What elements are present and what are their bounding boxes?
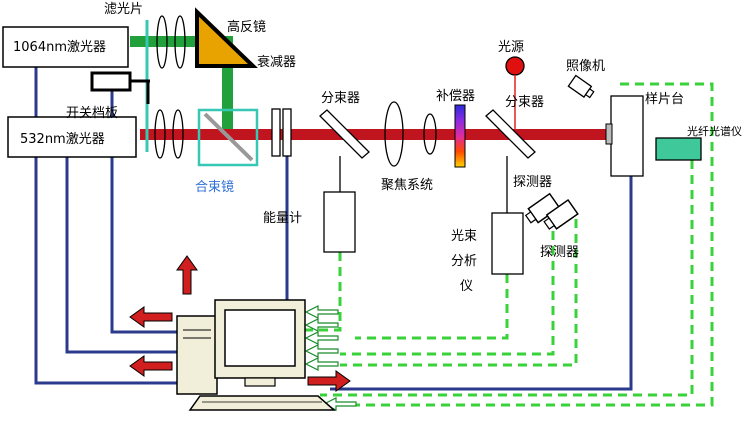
arrow-left-icon (129, 355, 173, 377)
laser-532-label: 532nm激光器 (20, 132, 105, 147)
signal-detector-1 (340, 231, 555, 356)
detector-1-label: 探测器 (513, 175, 552, 190)
shutter (90, 71, 150, 104)
focus-lens-2 (423, 113, 437, 155)
arrow-left-icon (304, 318, 339, 332)
beam-combiner-label: 合束镜 (195, 180, 234, 195)
computer-screen (224, 309, 296, 367)
wire-shutter (110, 90, 182, 334)
beam-analyzer (491, 212, 524, 275)
signal-lines (303, 82, 714, 407)
compensator (454, 104, 466, 168)
arrow-left-icon (304, 305, 339, 319)
green-arrows (304, 305, 357, 411)
light-source-label: 光源 (498, 40, 524, 55)
laser-532: 532nm激光器 (7, 116, 137, 158)
arrow-left-icon (129, 306, 173, 328)
splitter-1-label: 分束器 (321, 91, 360, 106)
signal-detector-2 (340, 219, 578, 367)
green-beam-vertical (222, 36, 233, 134)
filter-label: 滤光片 (104, 2, 143, 17)
laser-1064: 1064nm激光器 (2, 26, 129, 68)
sample-stage-label: 样片台 (645, 92, 684, 107)
arrow-left-icon (304, 331, 339, 345)
signal-camera (338, 82, 714, 407)
signal-beam-analyzer (355, 274, 509, 340)
arrow-left-icon (304, 344, 339, 358)
green-beam (130, 36, 233, 134)
beam-splitter-2 (485, 109, 536, 159)
signal-fiber-spectrometer (320, 160, 694, 397)
lens-green-2 (174, 15, 186, 69)
green-beam-horizontal (130, 36, 232, 47)
control-wires (34, 60, 633, 391)
detector-1 (524, 192, 561, 224)
arrow-left-icon (304, 357, 339, 371)
lens-red-1 (154, 109, 166, 159)
beam-analyzer-label-1: 光束 (451, 229, 477, 244)
arrow-right-icon (307, 370, 351, 392)
signal-energy-meter (303, 252, 342, 332)
focus-lens-1 (384, 101, 404, 167)
focusing-system-label: 聚焦系统 (381, 178, 433, 193)
shutter-label: 开关档板 (66, 106, 118, 121)
wire-sample-stage (330, 176, 633, 391)
detector-2-label: 探测器 (540, 245, 579, 260)
computer-keyboard (188, 395, 336, 411)
arrow-up-icon (176, 255, 198, 295)
fiber-spectrometer (655, 137, 702, 161)
beam-analyzer-label-3: 仪 (460, 279, 473, 294)
laser-1064-label: 1064nm激光器 (13, 40, 106, 55)
beam-combiner (197, 108, 259, 167)
beam-splitter-1 (319, 109, 370, 159)
energy-meter (323, 191, 356, 253)
wire-1064-laser (34, 60, 180, 385)
attenuator-label: 衰减器 (257, 54, 296, 70)
wire-532-laser (65, 155, 180, 354)
fiber-spectrometer-label: 光纤光谱仪 (687, 124, 742, 138)
lens-red-2 (172, 109, 184, 159)
red-beam (140, 129, 640, 140)
camera-label: 照像机 (566, 59, 605, 74)
beam-analyzer-label-2: 分析 (451, 254, 477, 269)
high-reflector (195, 7, 258, 68)
computer (176, 299, 336, 411)
energy-meter-label: 能量计 (263, 211, 302, 226)
detector-2 (543, 198, 579, 230)
sample-stage (610, 95, 644, 177)
red-arrows (129, 255, 351, 392)
splitter-2-label: 分束器 (505, 95, 544, 110)
light-source (505, 56, 525, 76)
high-reflector-label: 高反镜 (227, 19, 266, 35)
lens-green-1 (156, 15, 168, 69)
computer-tower (176, 315, 218, 395)
compensator-label: 补偿器 (436, 89, 475, 104)
camera (567, 74, 595, 99)
sample-holder (605, 123, 613, 145)
attenuator (271, 108, 292, 157)
